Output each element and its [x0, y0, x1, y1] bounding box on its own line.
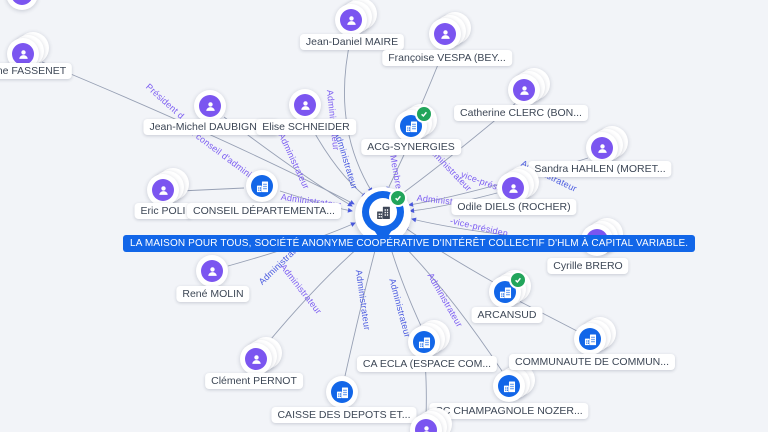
person-icon	[152, 179, 174, 201]
node-catherine-clerc[interactable]	[508, 68, 550, 106]
building-icon	[494, 281, 516, 303]
node-cc-champagnole[interactable]	[493, 364, 535, 402]
node-label-clement-pernot[interactable]: Clément PERNOT	[205, 373, 303, 389]
person-icon	[201, 260, 223, 282]
node-label-conseil-departemental[interactable]: CONSEIL DÉPARTEMENTA...	[187, 203, 341, 219]
building-icon	[331, 381, 353, 403]
person-icon	[591, 137, 613, 159]
person-icon	[294, 94, 316, 116]
edge	[179, 187, 245, 192]
building-icon	[251, 175, 273, 197]
node-label-cc-champagnole[interactable]: CC CHAMPAGNOLE NOZER...	[429, 403, 589, 419]
node-label-rene-molin[interactable]: René MOLIN	[176, 286, 250, 302]
node-partial-bottom[interactable]	[410, 408, 452, 432]
node-elise-schneider[interactable]	[289, 89, 321, 121]
node-circle	[6, 0, 38, 10]
edge	[41, 61, 355, 205]
building-icon	[498, 375, 520, 397]
node-conseil-departemental[interactable]	[246, 170, 278, 202]
node-label-sandra-hahlen[interactable]: Sandra HAHLEN (MORET...	[528, 161, 672, 177]
node-label-ca-ecla[interactable]: CA ECLA (ESPACE COM...	[356, 356, 498, 372]
node-label-fassenet[interactable]: me FASSENET	[0, 63, 73, 79]
edge	[403, 226, 494, 283]
node-jean-michel-daubigne[interactable]	[194, 90, 226, 122]
building-icon	[400, 115, 422, 137]
person-icon	[340, 9, 362, 31]
node-label-jean-daniel-maire[interactable]: Jean-Daniel MAIRE	[299, 34, 405, 50]
person-icon	[434, 23, 456, 45]
person-icon	[11, 0, 33, 5]
person-icon	[12, 43, 34, 65]
building-icon	[579, 328, 601, 350]
person-icon	[245, 348, 267, 370]
node-partial-top-left[interactable]	[6, 0, 38, 10]
node-arcansud[interactable]	[489, 270, 531, 308]
node-fassenet[interactable]	[7, 32, 49, 70]
node-label-elise-schneider[interactable]: Elise SCHNEIDER	[256, 119, 356, 135]
node-clement-pernot[interactable]	[240, 337, 282, 375]
person-icon	[415, 419, 437, 432]
check-icon	[415, 105, 433, 123]
node-label-jean-michel-daubigne[interactable]: Jean-Michel DAUBIGNE...	[143, 119, 279, 135]
node-label-caisse-des-depots[interactable]: CAISSE DES DEPOTS ET...	[271, 407, 417, 423]
check-icon	[389, 189, 407, 207]
node-label-acg-synergies[interactable]: ACG-SYNERGIES	[361, 139, 461, 155]
node-label-cyrille-brero[interactable]: Cyrille BRERO	[547, 258, 629, 274]
node-label-odile-diels[interactable]: Odile DIELS (ROCHER)	[451, 199, 577, 215]
person-icon	[502, 177, 524, 199]
node-label-arcansud[interactable]: ARCANSUD	[471, 307, 543, 323]
node-jean-daniel-maire[interactable]	[335, 0, 377, 36]
edge	[409, 192, 498, 214]
node-label-communaute-de-communes[interactable]: COMMUNAUTE DE COMMUN...	[509, 354, 675, 370]
edge	[344, 242, 379, 377]
node-rene-molin[interactable]	[196, 255, 228, 287]
node-francoise-vespa[interactable]	[429, 12, 471, 50]
node-sandra-hahlen[interactable]	[586, 126, 628, 164]
node-label-eric-poli[interactable]: Eric POLI	[134, 203, 192, 219]
node-caisse-des-depots[interactable]	[326, 376, 358, 408]
edge	[516, 299, 578, 332]
node-label-francoise-vespa[interactable]: Françoise VESPA (BEY...	[382, 50, 512, 66]
check-icon	[509, 271, 527, 289]
node-ca-ecla[interactable]	[408, 320, 450, 358]
node-communaute-de-communes[interactable]	[574, 317, 616, 355]
person-icon	[199, 95, 221, 117]
node-eric-poli[interactable]	[147, 168, 189, 206]
root-company-banner[interactable]: LA MAISON POUR TOUS, SOCIÉTÉ ANONYME COO…	[123, 235, 696, 252]
person-icon	[513, 79, 535, 101]
node-odile-diels[interactable]	[497, 166, 539, 204]
node-acg-synergies[interactable]	[395, 104, 437, 142]
building-icon	[413, 331, 435, 353]
node-label-catherine-clerc[interactable]: Catherine CLERC (BON...	[454, 105, 588, 121]
